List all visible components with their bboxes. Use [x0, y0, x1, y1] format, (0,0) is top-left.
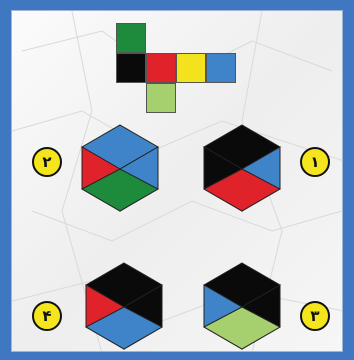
option-label: ۱: [310, 155, 319, 170]
option-badge-4[interactable]: ۴: [32, 301, 62, 331]
option-badge-3[interactable]: ۳: [300, 301, 330, 331]
net-cell-blue: [206, 53, 236, 83]
option-label: ۴: [42, 309, 51, 324]
net-cell-red: [146, 53, 176, 83]
cube-option-1[interactable]: [202, 123, 282, 213]
option-label: ۲: [42, 155, 51, 170]
option-badge-1[interactable]: ۱: [300, 147, 330, 177]
net-cell-black: [116, 53, 146, 83]
cube-option-2[interactable]: [80, 123, 160, 213]
puzzle-card: ۲ ۱ ۴ ۳: [11, 10, 343, 352]
cube-option-4[interactable]: [84, 261, 164, 351]
net-cell-yellow: [176, 53, 206, 83]
cube-option-3[interactable]: [202, 261, 282, 351]
net-cell-green: [116, 23, 146, 53]
option-badge-2[interactable]: ۲: [32, 147, 62, 177]
option-label: ۳: [310, 309, 319, 324]
net-cell-light-green: [146, 83, 176, 113]
